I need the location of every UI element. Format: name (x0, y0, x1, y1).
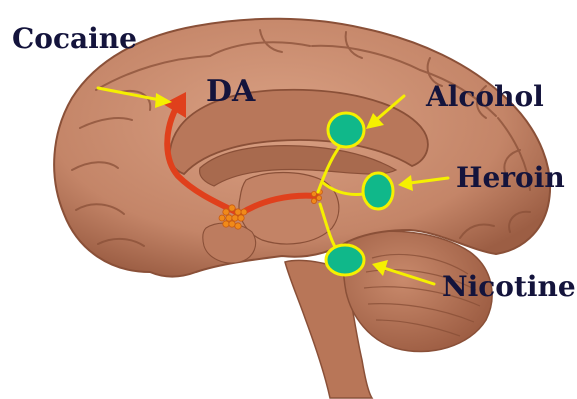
label-da: DA (206, 74, 256, 109)
receptor-site-heroin (363, 173, 393, 209)
label-cocaine: Cocaine (12, 22, 137, 55)
receptor-site-alcohol (328, 113, 364, 147)
label-alcohol: Alcohol (425, 80, 544, 113)
label-heroin: Heroin (456, 161, 565, 194)
label-nicotine: Nicotine (442, 270, 576, 303)
brain-sagittal-icon (54, 19, 550, 398)
receptor-site-nicotine (326, 245, 364, 275)
